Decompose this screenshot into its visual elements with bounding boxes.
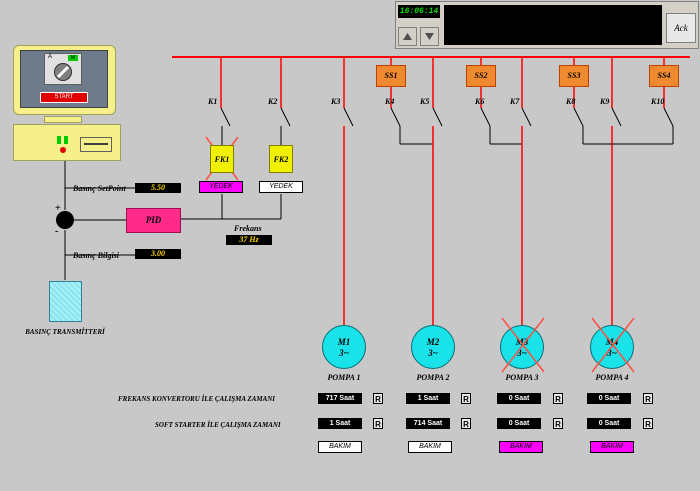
motor-3[interactable]: M3 3~	[500, 325, 544, 369]
reset-ss-pump-1-button[interactable]: R	[373, 418, 383, 429]
motor-1-id: M1	[337, 337, 351, 347]
pump-4-label: POMPA 4	[595, 373, 629, 382]
triangle-down-icon	[425, 33, 434, 40]
minus-sign: -	[55, 226, 59, 237]
contact-k2-label: K2	[268, 97, 278, 106]
reset-ss-pump-3-button[interactable]: R	[553, 418, 563, 429]
ack-button[interactable]: Ack	[666, 13, 696, 43]
frequency-value: 37 Hz	[226, 235, 272, 245]
motor-1[interactable]: M1 3~	[322, 325, 366, 369]
maintenance-pump-2-button[interactable]: BAKIM	[408, 441, 452, 453]
start-button[interactable]: START	[40, 92, 88, 103]
motor-2-sub: 3~	[428, 348, 438, 358]
alarm-message-display	[444, 5, 662, 45]
status-led-2	[64, 136, 68, 144]
soft-starter-2[interactable]: SS2	[466, 65, 496, 87]
contact-k3-label: K3	[331, 97, 341, 106]
contact-k9-label: K9	[600, 97, 610, 106]
fk1-state-badge: YEDEK	[199, 181, 243, 193]
reset-fk-pump-2-button[interactable]: R	[461, 393, 471, 404]
contact-k5-label: K5	[420, 97, 430, 106]
transmitter-label: BASINÇ TRANSMİTTERİ	[25, 328, 105, 336]
disk-drive	[80, 137, 112, 152]
knob-pointer-icon	[56, 65, 70, 79]
pump-2-label: POMPA 2	[416, 373, 450, 382]
pressure-transmitter	[49, 281, 82, 322]
contact-k6-label: K6	[475, 97, 485, 106]
soft-starter-1[interactable]: SS1	[376, 65, 406, 87]
clock-display: 16:06:14	[398, 5, 440, 18]
ss-runtime-pump-1: 1 Saat	[318, 418, 362, 429]
status-led-1	[57, 136, 61, 144]
contact-k4-label: K4	[385, 97, 395, 106]
maintenance-pump-4-button[interactable]: BAKIM	[590, 441, 634, 453]
motor-3-id: M3	[515, 337, 529, 347]
frequency-converter-1[interactable]: FK1	[210, 145, 234, 173]
reset-fk-pump-3-button[interactable]: R	[553, 393, 563, 404]
frequency-label: Frekans	[234, 224, 262, 233]
pump-1-label: POMPA 1	[327, 373, 361, 382]
motor-4-id: M4	[605, 337, 619, 347]
alarm-scroll-up-button[interactable]	[398, 27, 417, 46]
plus-sign: +	[55, 203, 61, 214]
ss-runtime-pump-2: 714 Saat	[406, 418, 450, 429]
triangle-up-icon	[403, 33, 412, 40]
plc-monitor-stand	[44, 116, 82, 123]
mode-a-label: A	[48, 54, 53, 60]
reset-fk-pump-4-button[interactable]: R	[643, 393, 653, 404]
reset-ss-pump-4-button[interactable]: R	[643, 418, 653, 429]
contact-k10-label: K10	[651, 97, 665, 106]
contact-k7-label: K7	[510, 97, 520, 106]
soft-starter-4[interactable]: SS4	[649, 65, 679, 87]
fk2-state-badge: YEDEK	[259, 181, 303, 193]
reset-fk-pump-1-button[interactable]: R	[373, 393, 383, 404]
fk-runtime-label: FREKANS KONVERTORU İLE ÇALIŞMA ZAMANI	[118, 395, 276, 403]
contact-k1-label: K1	[208, 97, 218, 106]
disk-slot	[84, 143, 108, 145]
motor-2[interactable]: M2 3~	[411, 325, 455, 369]
setpoint-value[interactable]: 5.50	[135, 183, 181, 193]
reset-ss-pump-2-button[interactable]: R	[461, 418, 471, 429]
mode-selector-knob[interactable]	[54, 63, 72, 81]
motor-2-id: M2	[426, 337, 440, 347]
maintenance-pump-1-button[interactable]: BAKIM	[318, 441, 362, 453]
motor-4[interactable]: M4 3~	[590, 325, 634, 369]
ss-runtime-pump-4: 0 Saat	[587, 418, 631, 429]
pump-3-label: POMPA 3	[505, 373, 539, 382]
power-led	[60, 147, 66, 153]
alarm-scroll-down-button[interactable]	[420, 27, 439, 46]
motor-3-sub: 3~	[517, 348, 527, 358]
soft-starter-3[interactable]: SS3	[559, 65, 589, 87]
motor-4-sub: 3~	[607, 348, 617, 358]
pid-controller[interactable]: PID	[126, 208, 181, 233]
ss-runtime-label: SOFT STARTER İLE ÇALIŞMA ZAMANI	[155, 421, 281, 429]
feedback-value: 3.00	[135, 249, 181, 259]
ss-runtime-pump-3: 0 Saat	[497, 418, 541, 429]
contact-k8-label: K8	[566, 97, 576, 106]
fk-runtime-pump-3: 0 Saat	[497, 393, 541, 404]
feedback-label: Basınç Bilgisi	[73, 251, 120, 260]
fk-runtime-pump-1: 717 Saat	[318, 393, 362, 404]
motor-1-sub: 3~	[339, 348, 349, 358]
frequency-converter-2[interactable]: FK2	[269, 145, 293, 173]
maintenance-pump-3-button[interactable]: BAKIM	[499, 441, 543, 453]
mode-m-indicator: M	[68, 55, 78, 61]
fk-runtime-pump-2: 1 Saat	[406, 393, 450, 404]
setpoint-label: Basınç SetPoint	[73, 184, 126, 193]
fk-runtime-pump-4: 0 Saat	[587, 393, 631, 404]
